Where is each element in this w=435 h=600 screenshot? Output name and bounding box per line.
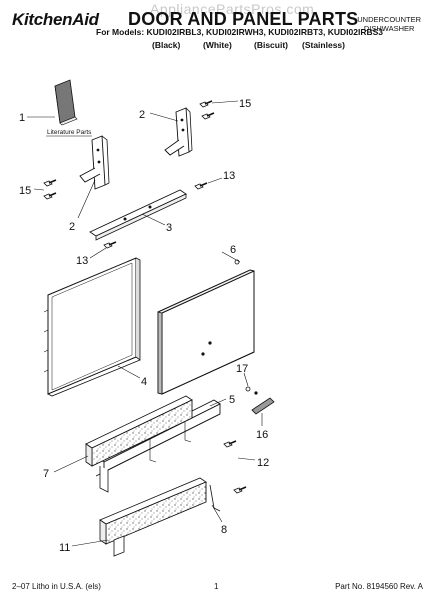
callout-13-upper: 13	[223, 170, 235, 182]
leader-4	[117, 365, 141, 379]
leader-13b	[89, 247, 107, 259]
callout-5: 5	[229, 394, 235, 406]
inner-door-panel	[43, 257, 141, 397]
leader-11	[71, 539, 109, 547]
callout-15-left: 15	[19, 185, 31, 197]
callout-2-upper: 2	[139, 109, 145, 121]
handle-clip	[245, 386, 258, 395]
callout-8: 8	[221, 524, 227, 536]
color-stainless: (Stainless)	[302, 40, 345, 50]
literature-book	[54, 79, 78, 126]
door-brace	[89, 189, 187, 241]
leader-15b	[33, 188, 45, 191]
category-line-1: UNDERCOUNTER	[357, 15, 421, 24]
callout-3: 3	[166, 222, 172, 234]
screw-15c	[43, 179, 57, 187]
screw-15a	[199, 100, 213, 108]
toe-panel-lower	[99, 477, 221, 557]
leader-7	[53, 455, 89, 473]
footer-litho: 2–07 Litho in U.S.A. (els)	[12, 582, 101, 591]
screw-15b	[201, 112, 215, 120]
hinge-bracket-left	[79, 135, 110, 190]
leader-13a	[207, 177, 223, 184]
models-line: For Models: KUDI02IRBL3, KUDI02IRWH3, KU…	[96, 27, 384, 37]
brand-logo: KitchenAid	[12, 10, 99, 29]
leader-5	[209, 398, 227, 407]
leader-12	[237, 457, 256, 461]
screw-12a	[223, 440, 237, 448]
callout-4: 4	[141, 376, 147, 388]
callout-13-lower: 13	[76, 255, 88, 267]
outer-door-panel	[157, 259, 255, 395]
leader-2b	[77, 179, 96, 219]
leader-8	[211, 504, 223, 523]
color-black: (Black)	[152, 40, 181, 50]
page-title: DOOR AND PANEL PARTS	[128, 9, 359, 29]
callout-16: 16	[256, 429, 268, 441]
leader-17	[243, 372, 249, 387]
color-white: (White)	[203, 40, 232, 50]
handle-trim	[251, 397, 275, 415]
toe-panel-upper	[85, 395, 193, 467]
screw-12b	[233, 486, 247, 494]
callout-1: 1	[19, 112, 25, 124]
literature-label: Literature Parts	[47, 129, 92, 136]
callout-7: 7	[43, 468, 49, 480]
screw-15d	[43, 192, 57, 200]
category-line-2: DISHWASHER	[363, 24, 415, 33]
footer-part-number: Part No. 8194560 Rev. A	[335, 582, 423, 591]
callout-15-upper: 15	[239, 98, 251, 110]
callout-17: 17	[236, 363, 248, 375]
leader-6	[221, 251, 241, 263]
screw-13a	[194, 182, 208, 190]
callout-2-left: 2	[69, 221, 75, 233]
screw-13b	[103, 241, 117, 249]
callout-11: 11	[59, 542, 70, 554]
category-label: UNDERCOUNTER DISHWASHER	[357, 15, 421, 33]
leader-2a	[149, 112, 179, 122]
leader-3	[141, 213, 166, 226]
leader-15a	[211, 100, 239, 104]
callout-6: 6	[230, 244, 236, 256]
color-biscuit: (Biscuit)	[254, 40, 288, 50]
hinge-bracket-right	[164, 107, 193, 157]
callout-12: 12	[257, 457, 269, 469]
footer-page-number: 1	[214, 582, 219, 591]
watermark: AppliancePartsPros.com	[150, 1, 315, 17]
